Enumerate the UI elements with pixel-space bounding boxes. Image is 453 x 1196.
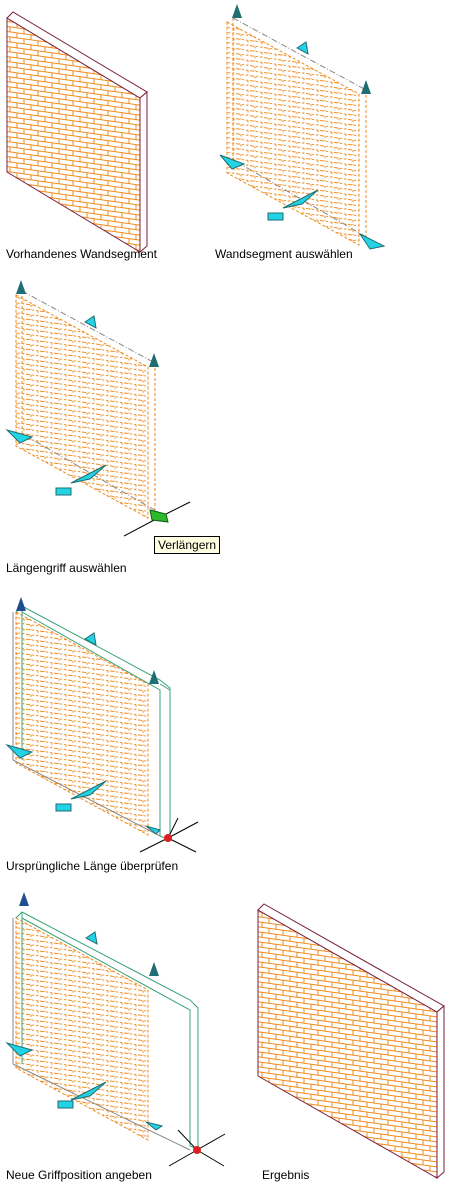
length-grip-icon[interactable] (145, 1121, 164, 1131)
end-grip-top-right-icon[interactable] (149, 353, 159, 367)
wall-face-selected (15, 917, 149, 1141)
width-grip-top-icon[interactable] (296, 41, 309, 55)
preview-outline (15, 605, 171, 841)
check-length-panel (5, 597, 199, 853)
location-grip-icon[interactable] (70, 464, 107, 484)
flip-grip-icon[interactable] (55, 487, 72, 496)
wall-end (139, 90, 148, 254)
flip-grip-icon[interactable] (55, 803, 72, 812)
end-grip-top-left-icon[interactable] (16, 597, 26, 611)
end-grip-top-right-icon[interactable] (149, 670, 159, 684)
caption-result: Ergebnis (262, 1168, 310, 1182)
wall-end (436, 1004, 445, 1180)
select-wall-panel (219, 4, 386, 250)
new-position-panel (5, 892, 226, 1167)
flip-grip-icon[interactable] (57, 1100, 74, 1109)
preview-outline (15, 911, 199, 1151)
existing-wall-panel (6, 11, 148, 254)
caption-existing-wall: Vorhandenes Wandsegment (6, 247, 157, 261)
end-grip-right-icon[interactable] (358, 232, 386, 250)
end-grip-top-left-icon[interactable] (16, 280, 26, 294)
width-grip-top-icon[interactable] (84, 315, 97, 329)
end-grip-left-icon[interactable] (5, 744, 34, 759)
length-grip-hover-icon[interactable] (149, 509, 169, 523)
end-grip-top-right-icon[interactable] (361, 80, 371, 94)
wall-face-selected (15, 294, 149, 519)
flip-grip-icon[interactable] (267, 212, 284, 221)
caption-check-length: Ursprüngliche Länge überprüfen (6, 859, 179, 873)
result-panel (257, 903, 445, 1180)
wall-face-selected (15, 611, 149, 836)
wall-face (257, 909, 438, 1179)
end-grip-left-icon[interactable] (5, 1042, 34, 1057)
caption-select-wall: Wandsegment auswählen (215, 247, 353, 261)
cursor-snap-icon (164, 834, 172, 842)
end-grip-top-left-icon[interactable] (232, 4, 242, 18)
location-grip-icon[interactable] (70, 1081, 107, 1101)
location-grip-icon[interactable] (282, 189, 319, 209)
select-grip-panel (5, 280, 191, 537)
caption-new-grip-position: Neue Griffposition angeben (6, 1168, 152, 1182)
length-grip-icon[interactable] (145, 825, 161, 835)
width-grip-top-icon[interactable] (84, 632, 97, 646)
lengthen-tooltip: Verlängern (154, 536, 221, 554)
end-grip-top-left-icon[interactable] (19, 892, 29, 906)
wall-face-selected (226, 21, 360, 246)
end-grip-top-right-icon[interactable] (149, 962, 159, 976)
caption-select-grip: Längengriff auswählen (6, 561, 127, 575)
width-grip-top-icon[interactable] (85, 931, 98, 945)
end-grip-left-icon[interactable] (219, 154, 246, 170)
end-grip-left-icon[interactable] (5, 429, 34, 444)
location-grip-icon[interactable] (70, 780, 107, 800)
cursor-snap-icon (193, 1146, 201, 1154)
